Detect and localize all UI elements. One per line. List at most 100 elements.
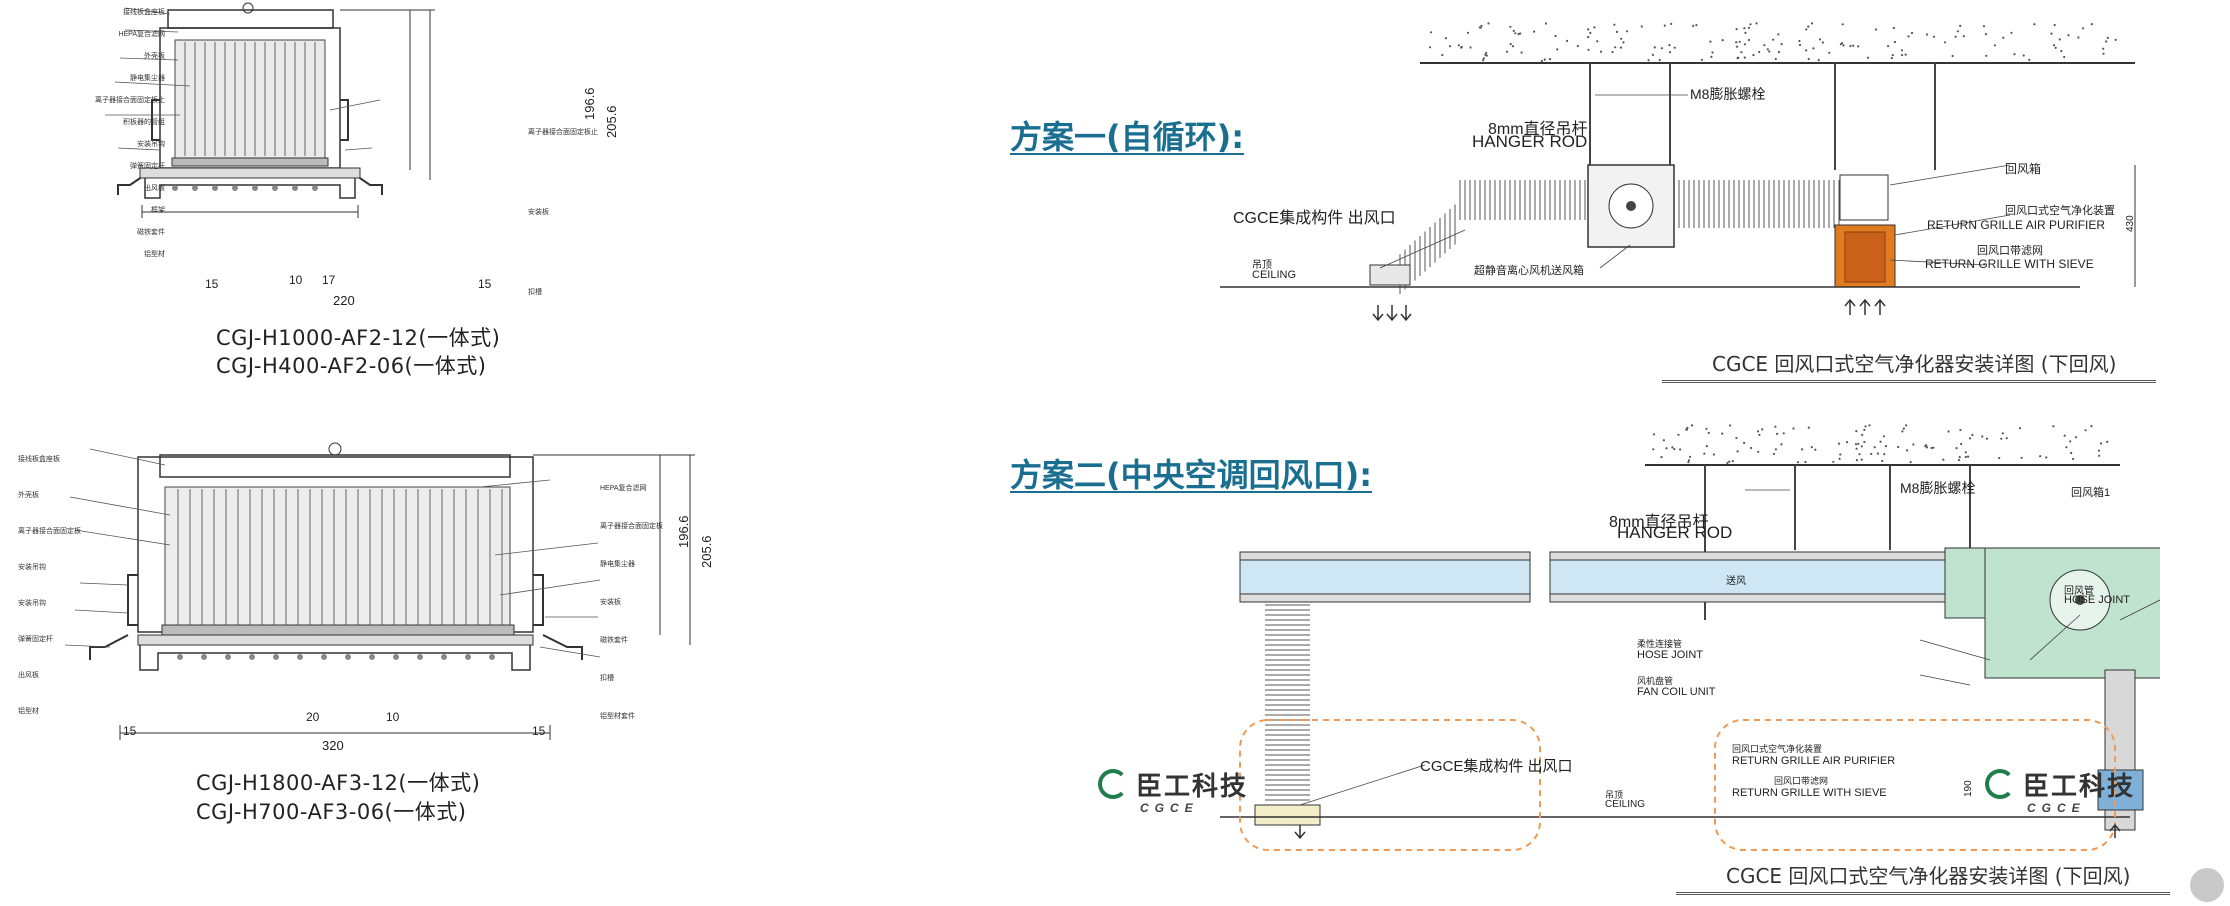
scheme2-fcu-cn: 风机盘管 xyxy=(1637,676,1674,686)
brand-logo-icon xyxy=(1098,769,1128,799)
concrete-speck xyxy=(2052,44,2056,47)
dim-width-bottom: 320 xyxy=(322,738,344,753)
model-label-top-2: CGJ-H400-AF2-06(一体式) xyxy=(216,354,487,378)
concrete-speck xyxy=(1985,437,1989,440)
concrete-speck xyxy=(1593,26,1596,29)
scheme2-fcu-label: FAN COIL UNIT xyxy=(1637,686,1716,698)
concrete-speck xyxy=(1487,22,1490,25)
scheme2-hose-label: HOSE JOINT xyxy=(2064,594,2131,606)
concrete-speck xyxy=(1653,46,1656,49)
concrete-speck xyxy=(1512,29,1515,32)
concrete-speck xyxy=(2045,456,2048,459)
scheme2-ceiling-label: CEILING xyxy=(1605,799,1646,810)
concrete-speck xyxy=(1480,24,1483,27)
concrete-speck xyxy=(1897,445,1900,449)
dim-pitch-a-bottom: 20 xyxy=(306,710,320,724)
brand-name: 臣工科技 xyxy=(2023,770,2136,801)
concrete-speck xyxy=(1868,424,1871,427)
concrete-speck xyxy=(1758,433,1761,436)
concrete-speck xyxy=(2067,34,2070,37)
callout: 铝型材 xyxy=(144,251,165,258)
concrete-speck xyxy=(2102,47,2105,50)
concrete-speck xyxy=(1735,436,1738,440)
concrete-speck xyxy=(2002,36,2005,39)
concrete-speck xyxy=(1665,447,1668,450)
concrete-speck xyxy=(1958,456,1961,459)
concrete-speck xyxy=(1589,31,1592,34)
concrete-speck xyxy=(1543,58,1546,61)
concrete-speck xyxy=(1884,445,1888,448)
scheme2-purifier-cn: 回风口式空气净化装置 xyxy=(1732,744,1823,754)
concrete-speck xyxy=(1540,59,1543,63)
concrete-speck xyxy=(2106,440,2109,443)
concrete-speck xyxy=(1857,442,1860,445)
concrete-speck xyxy=(1651,53,1654,57)
concrete-speck xyxy=(1482,59,1485,62)
callout: 离子器接合面固定板止 xyxy=(95,97,165,104)
dim-height-inner-bottom: 196.6 xyxy=(676,515,691,548)
concrete-speck xyxy=(1596,40,1599,43)
callout: 安装板 xyxy=(600,599,621,606)
concrete-speck xyxy=(1743,56,1746,59)
grille-hole xyxy=(201,654,207,660)
concrete-speck xyxy=(1728,460,1731,463)
concrete-speck xyxy=(1798,39,1801,43)
scheme1-purifier-label: RETURN GRILLE AIR PURIFIER xyxy=(1927,218,2106,232)
brand-name: 臣工科技 xyxy=(1136,770,1249,801)
concrete-speck xyxy=(2000,437,2003,440)
concrete-speck xyxy=(1703,452,1706,455)
scheme2-hose-cn: 回风管 xyxy=(2064,586,2094,597)
callout: 弹簧固定杆 xyxy=(130,163,165,170)
callout: 扣槽 xyxy=(600,675,614,682)
concrete-speck xyxy=(1485,51,1488,55)
grille-hole xyxy=(273,654,279,660)
brand-badge-left: 臣工科技 xyxy=(1098,765,1248,803)
concrete-speck xyxy=(1747,38,1750,42)
scheme2-rod-label: HANGER ROD xyxy=(1617,523,1733,542)
dim-margin-left-bottom: 15 xyxy=(123,724,137,738)
scheme1-rod-size-label: 8mm直径吊杆 xyxy=(1488,121,1588,138)
concrete-speck xyxy=(1763,44,1766,47)
scheme1-ceiling-cn: 吊顶 xyxy=(1252,260,1272,271)
concrete-speck xyxy=(2102,52,2105,55)
concrete-speck xyxy=(1625,30,1629,33)
scheme1-ceiling-label: CEILING xyxy=(1252,269,1297,281)
concrete-speck xyxy=(1819,38,1822,41)
callout: 积板器的管组 xyxy=(123,119,165,126)
concrete-speck xyxy=(1660,456,1663,459)
callouts-left-top: 接线板盒座板 HEPA复合滤网 外壳板 静电集尘器 离子器接合面固定板止 积板器… xyxy=(85,2,165,266)
callout: HEPA复合滤网 xyxy=(118,31,165,38)
brand-badge-right: 臣工科技 xyxy=(1985,765,2135,803)
concrete-speck xyxy=(2077,36,2080,39)
concrete-speck xyxy=(1807,426,1810,429)
callout: 静电集尘器 xyxy=(600,561,635,568)
concrete-speck xyxy=(2070,451,2073,455)
concrete-speck xyxy=(1782,432,1785,435)
concrete-speck xyxy=(1663,24,1666,27)
concrete-speck xyxy=(1855,447,1858,450)
concrete-speck xyxy=(2050,32,2053,35)
concrete-speck xyxy=(1879,440,1882,443)
scheme2-diagram xyxy=(1220,424,2160,851)
scheme2-anchor-label: M8膨胀螺栓 xyxy=(1900,480,1976,496)
concrete-speck xyxy=(1652,448,1655,451)
concrete-speck xyxy=(2084,429,2087,432)
concrete-speck xyxy=(2090,23,2093,26)
concrete-speck xyxy=(1993,44,1996,47)
scheme1-title: 方案一(自循环): xyxy=(1010,118,1245,156)
concrete-speck xyxy=(1721,432,1724,435)
concrete-speck xyxy=(1792,427,1795,430)
concrete-speck xyxy=(1798,43,1802,47)
grille-hole xyxy=(369,654,375,660)
grille-hole xyxy=(465,654,471,660)
concrete-speck xyxy=(1662,439,1665,442)
concrete-speck xyxy=(2065,446,2068,449)
concrete-speck xyxy=(1925,446,1929,449)
concrete-speck xyxy=(1670,22,1673,25)
concrete-speck xyxy=(1520,51,1523,54)
concrete-speck xyxy=(1750,446,1753,450)
concrete-speck xyxy=(1738,40,1741,43)
concrete-speck xyxy=(1620,37,1623,40)
concrete-speck xyxy=(1673,46,1676,49)
